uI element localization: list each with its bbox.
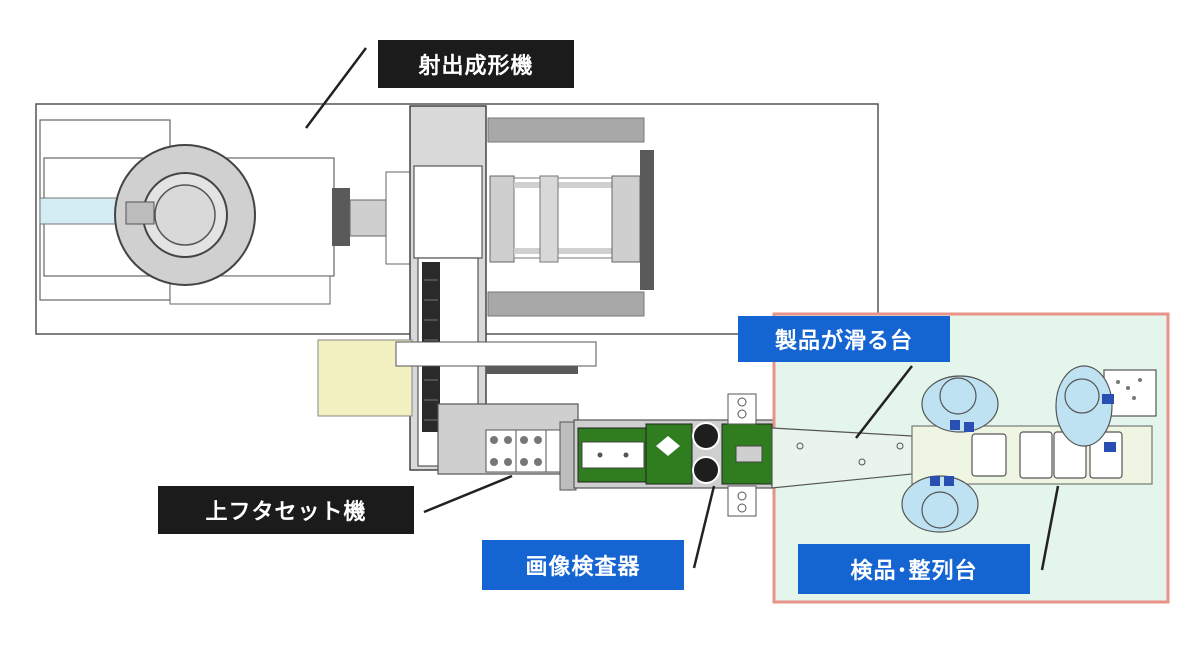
label-inspection-alignment-table: 検品･整列台	[798, 544, 1030, 594]
camera-lens-bottom	[692, 456, 720, 484]
worker-top	[921, 375, 999, 433]
label-product-slide-table: 製品が滑る台	[738, 316, 950, 362]
camera-lens-top	[692, 422, 720, 450]
injection-molding-machine	[35, 103, 879, 471]
label-lid-setting-machine: 上フタセット機	[158, 486, 414, 534]
worker-right	[1055, 365, 1116, 452]
leader-lines	[305, 47, 1060, 571]
worker-bottom	[901, 475, 979, 533]
lid-setting-machine	[437, 403, 579, 491]
label-injection-molding-machine: 射出成形機	[378, 40, 574, 88]
label-image-inspector: 画像検査器	[482, 540, 684, 590]
image-inspector-unit	[573, 393, 775, 517]
auxiliary-unit	[317, 339, 597, 417]
